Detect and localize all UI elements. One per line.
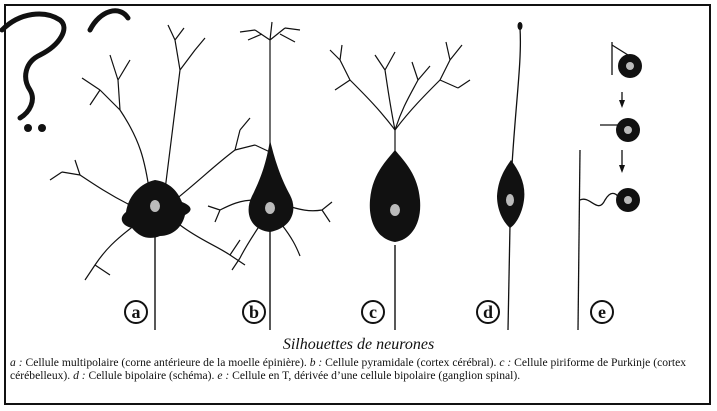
label-b: b bbox=[243, 301, 265, 323]
figure-caption: a : Cellule multipolaire (corne antérieu… bbox=[10, 356, 708, 382]
caption-text-e: Cellule en T, dérivée d’une cellule bipo… bbox=[229, 369, 520, 382]
neuron-d-terminal bbox=[518, 22, 523, 30]
label-a-text: a bbox=[132, 302, 141, 322]
neuron-b-nucleus bbox=[265, 202, 275, 214]
label-b-text: b bbox=[249, 302, 259, 322]
label-d-text: d bbox=[483, 302, 493, 322]
caption-key-a: a : bbox=[10, 356, 23, 369]
neuron-a-nucleus bbox=[150, 200, 160, 212]
neuron-e-nucleus-3 bbox=[624, 196, 632, 204]
neuron-d-soma bbox=[497, 160, 524, 228]
caption-text-d: Cellule bipolaire (schéma). bbox=[86, 369, 218, 382]
label-a: a bbox=[125, 301, 147, 323]
neuron-c-nucleus bbox=[390, 204, 400, 216]
label-d: d bbox=[477, 301, 499, 323]
caption-text-b: Cellule pyramidale (cortex cérébral). bbox=[322, 356, 499, 369]
arrow-down-icon bbox=[619, 100, 625, 108]
label-e: e bbox=[591, 301, 613, 323]
caption-key-b: b : bbox=[310, 356, 323, 369]
neuron-e-nucleus-1 bbox=[626, 62, 634, 70]
figure-title: Silhouettes de neurones bbox=[0, 336, 717, 354]
neuron-e-t-cell bbox=[578, 42, 628, 330]
caption-key-e: e : bbox=[217, 369, 229, 382]
neuron-c-soma bbox=[370, 150, 420, 242]
neuron-b-soma bbox=[249, 140, 294, 232]
neuron-e-nucleus-2 bbox=[624, 126, 632, 134]
caption-text-a: Cellule multipolaire (corne antérieure d… bbox=[23, 356, 310, 369]
label-c: c bbox=[362, 301, 384, 323]
neuron-d-nucleus bbox=[506, 194, 514, 206]
caption-key-d: d : bbox=[73, 369, 86, 382]
label-c-text: c bbox=[369, 302, 377, 322]
arrow-down-icon bbox=[619, 165, 625, 173]
caption-key-c: c : bbox=[499, 356, 511, 369]
label-e-text: e bbox=[598, 302, 606, 322]
handwritten-scribble bbox=[0, 0, 140, 140]
